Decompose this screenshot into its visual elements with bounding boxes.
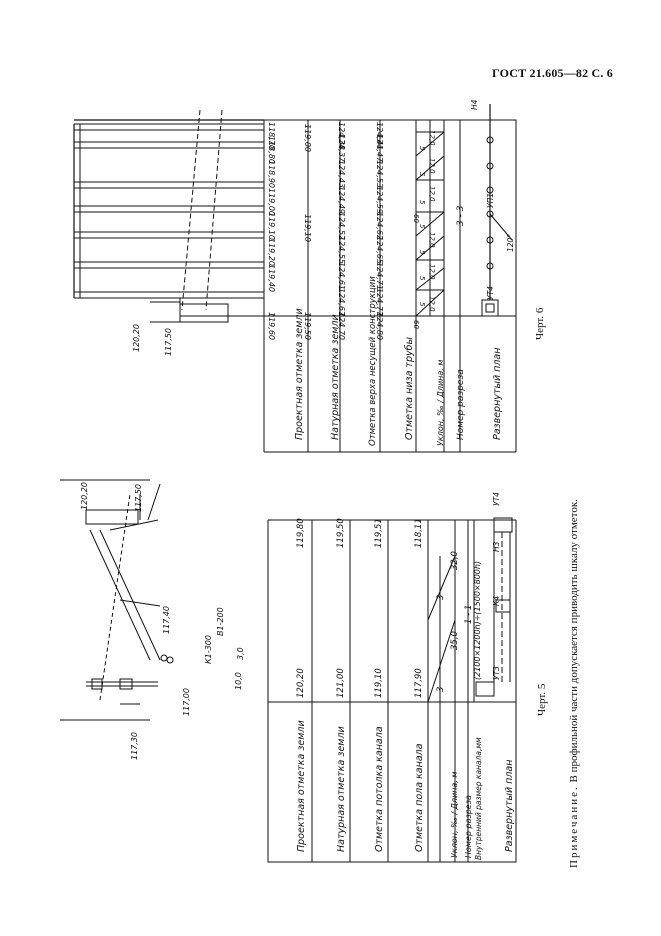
fig5-elev-117-40: 117,40 [162,606,171,634]
fig5-row-natural-ground: Натурная отметка земли [336,726,347,852]
fig6-plan-up1: УП1 [486,193,495,208]
fig6-row-slope-length: Уклон, ‰ / Длина, м [436,359,445,446]
fig6-ng-1: 119,10 [303,214,312,242]
fig6-section-number: 3 - 3 [456,205,466,226]
fig5-natural-ground-start: 121,00 [336,668,346,698]
fig6-sl-12: 12,0 [428,158,436,174]
page-header: ГОСТ 21.605—82 С. 6 [492,66,613,80]
fig6-dg-0: 119,60 [267,312,276,340]
fig6-sl-5: 5 [418,250,426,255]
fig5-length-1: 35,0 [450,631,460,650]
fig6-ts-1: 124,67 [337,288,346,316]
fig6-sl-0: 5 [418,302,426,307]
fig6-dg-5: 118,90 [267,160,276,188]
fig5-design-ground-start: 120,20 [296,668,306,698]
fig6-dg-7: 118,70 [267,122,276,150]
fig6-dg-1: 119,40 [267,264,276,292]
footnote-text: В профильной части допускается приводить… [568,499,580,783]
fig5-row-channel-size: Внутренний размер канала,мм [474,737,483,860]
fig5-elev-117-30: 117,30 [130,732,139,760]
fig6-sl-8: 60 [412,214,420,223]
fig6-plan-ut4: УТ4 [486,286,495,300]
fig5-caption: Черт. 5 [536,683,548,716]
fig5-ceiling-end: 119,51 [374,518,384,548]
fig5-row-section: Номер разреза [464,795,473,858]
fig6-pb-3: 124,65 [375,236,384,264]
fig6-sl-1: 12,0 [428,296,436,312]
fig6-sl-9: 5 [418,200,426,205]
fig5-plan-k4: К4 [492,595,501,606]
fig6-pb-8: 124,41 [375,122,384,150]
fig5-elev-10-0: 10,0 [234,672,243,690]
fig6-table-frame [263,119,517,317]
fig6-pb-1: 124,77 [375,288,384,316]
fig5-design-ground-end: 119,80 [296,518,306,548]
fig5-row-slope-length: Уклон, ‰ / Длина, м [450,771,459,858]
fig6-sl-11: 5 [418,172,426,177]
fig5-elev-120-20: 120,20 [80,482,89,510]
fig6-pb-0: 124,80 [375,312,384,340]
fig5-slope-1: 3 [436,686,446,692]
fig6-row-section: Номер разреза [456,369,466,440]
fig6-pb-5: 124,59 [375,186,384,214]
fig6-plan-n4: Н4 [470,99,479,110]
fig6-ng-0: 119,50 [303,312,312,340]
fig6-ts-4: 124,52 [337,212,346,240]
fig6-dg-3: 119,10 [267,212,276,240]
fig6-elev-120-20: 120,20 [132,324,141,352]
fig6-sl-13: 5 [418,146,426,151]
fig6-plan-angle: 120° [506,233,515,252]
fig5-elev-117-50: 117,50 [134,484,143,512]
fig6-sl-14: 12,0 [428,130,436,146]
fig5-floor-end: 118,11 [414,518,424,548]
fig6-sl-10: 12,0 [428,186,436,202]
fig6-sl-6: 12,0 [428,232,436,248]
footnote: Примечание. В профильной части допускает… [568,499,580,868]
fig6-ts-6: 124,43 [337,160,346,188]
fig5-length-2: 32,0 [450,551,460,570]
fig5-row-plan: Развернутый план [504,759,515,852]
fig6-dg-4: 119,00 [267,188,276,216]
fig6-dg-2: 119,20 [267,238,276,266]
fig5-channel-size: (2100×1200h)÷(1500×800h) [473,560,482,680]
fig6-sl-3: 5 [418,276,426,281]
fig5-elev-117-00: 117,00 [182,688,191,716]
fig6-elev-117-50: 117,50 [164,328,173,356]
fig6-pb-2: 124,71 [375,262,384,290]
footnote-prefix: Примечание. [568,785,580,868]
fig5-ceiling-start: 119,10 [374,668,384,698]
fig6-pb-6: 124,53 [375,160,384,188]
fig5-label-v1: В1-200 [216,607,225,636]
fig6-ts-2: 124,61 [337,262,346,290]
fig5-floor-start: 117,90 [414,668,424,698]
fig5-slope-2: 3 [436,594,446,600]
fig6-ts-0: 124,70 [337,312,346,340]
fig6-caption: Черт. 6 [534,307,546,340]
fig5-label-k1: К1-300 [204,635,213,664]
fig5-plan-ut3: УТ3 [492,666,501,680]
fig6-ts-3: 124,55 [337,236,346,264]
fig6-ts-5: 124,49 [337,186,346,214]
fig5-elev-3-0: 3,0 [236,647,245,660]
fig5-row-ceiling: Отметка потолка канала [374,726,385,852]
fig6-ng-2: 119,00 [303,124,312,152]
fig5-plan-n3: Н3 [492,541,501,552]
fig5-row-design-ground: Проектная отметка земли [296,720,307,852]
fig6-pb-4: 124,62 [375,212,384,240]
fig5-natural-ground-end: 119,50 [336,518,346,548]
fig5-plan-ut4: УТ4 [492,492,501,506]
fig6-sl-2: 60 [412,320,420,329]
fig6-sl-4: 12,0 [428,264,436,280]
fig6-sl-7: 5 [418,224,426,229]
fig6-ts-8: 124,38 [337,122,346,150]
fig6-row-plan: Развернутый план [492,347,503,440]
fig5-row-floor: Отметка пола канала [414,743,425,852]
fig6-row-pipe-bottom: Отметка низа трубы [404,337,415,440]
